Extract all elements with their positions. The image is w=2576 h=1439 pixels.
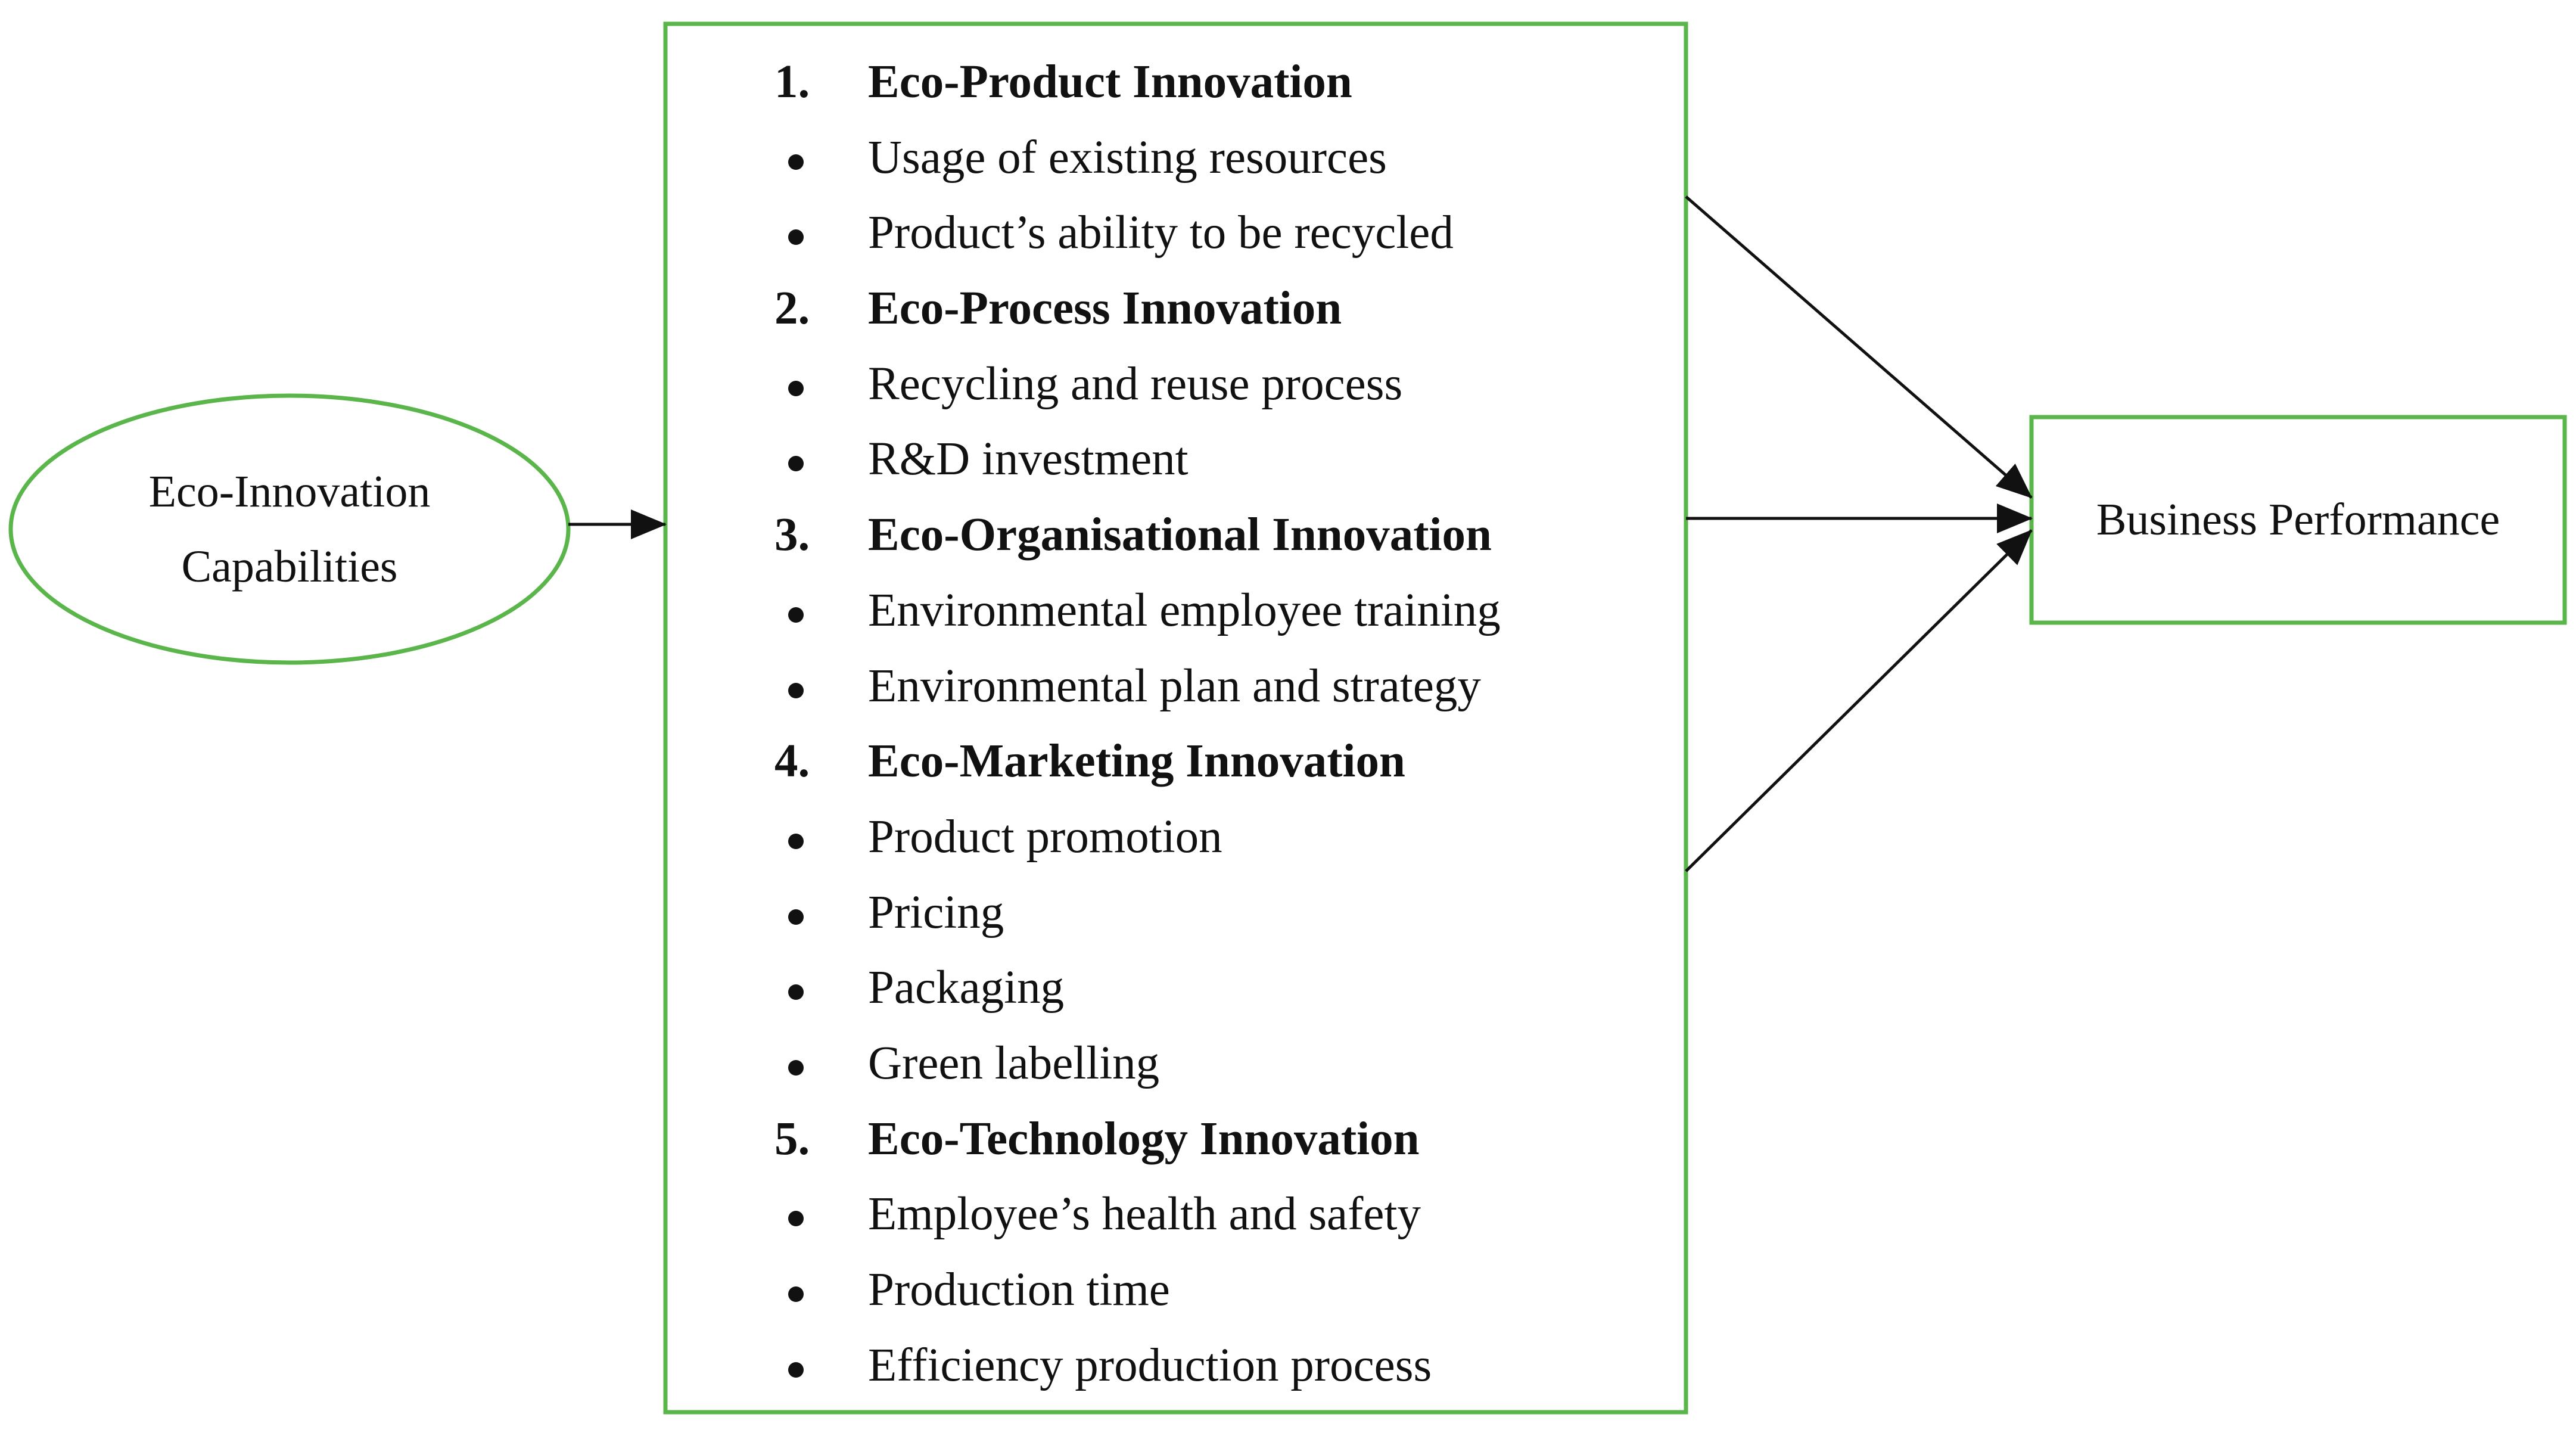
business-performance-label: Business Performance bbox=[2031, 417, 2565, 623]
eco-innovation-capabilities-label: Eco-Innovation Capabilities bbox=[10, 395, 570, 663]
dimension-number: 4. bbox=[774, 735, 810, 788]
dimension-item: Employee’s health and safety bbox=[774, 1177, 1668, 1252]
bullet-icon bbox=[788, 1286, 804, 1302]
bullet-icon bbox=[788, 1059, 804, 1076]
dimension-item: Environmental plan and strategy bbox=[774, 649, 1668, 725]
dimension-title: Eco-Marketing Innovation bbox=[868, 735, 1405, 788]
dimension-title: Eco-Process Innovation bbox=[868, 282, 1342, 335]
arrow-dimensions-upper-to-performance bbox=[1685, 195, 2033, 499]
capabilities-label-line-2: Capabilities bbox=[181, 542, 398, 592]
bullet-icon bbox=[788, 682, 804, 698]
bullet-icon bbox=[788, 229, 804, 245]
dimension-title: Eco-Product Innovation bbox=[868, 56, 1352, 108]
dimension-item-text: Recycling and reuse process bbox=[868, 358, 1403, 410]
dimension-item-text: Usage of existing resources bbox=[868, 131, 1387, 184]
dimension-header: 5. Eco-Technology Innovation bbox=[774, 1102, 1668, 1177]
dimension-item-text: Product promotion bbox=[868, 810, 1222, 863]
bullet-icon bbox=[788, 1362, 804, 1378]
dimension-item: Recycling and reuse process bbox=[774, 347, 1668, 422]
dimension-header: 1. Eco-Product Innovation bbox=[774, 45, 1668, 120]
dimension-item: Efficiency production process bbox=[774, 1328, 1668, 1404]
dimension-item-text: Environmental employee training bbox=[868, 584, 1501, 636]
dimension-item-text: Employee’s health and safety bbox=[868, 1188, 1421, 1241]
dimension-item-text: Green labelling bbox=[868, 1037, 1160, 1089]
arrow-dimensions-lower-to-performance bbox=[1685, 529, 2033, 872]
dimension-item-text: R&D investment bbox=[868, 433, 1189, 486]
capabilities-label-line-1: Eco-Innovation bbox=[148, 467, 431, 517]
dimension-header: 2. Eco-Process Innovation bbox=[774, 271, 1668, 347]
dimension-item: Environmental employee training bbox=[774, 573, 1668, 649]
dimension-header: 3. Eco-Organisational Innovation bbox=[774, 498, 1668, 573]
dimensions-box bbox=[663, 21, 1688, 1415]
dimension-item: Packaging bbox=[774, 950, 1668, 1026]
dimension-item: Usage of existing resources bbox=[774, 120, 1668, 196]
bullet-icon bbox=[788, 1211, 804, 1227]
dimensions-list: 1. Eco-Product Innovation Usage of exist… bbox=[774, 45, 1668, 1403]
bullet-icon bbox=[788, 833, 804, 849]
dimension-item: R&D investment bbox=[774, 422, 1668, 498]
dimension-item-text: Production time bbox=[868, 1264, 1170, 1316]
bullet-icon bbox=[788, 380, 804, 396]
dimension-title: Eco-Organisational Innovation bbox=[868, 509, 1492, 561]
eco-innovation-capabilities-node bbox=[8, 393, 571, 665]
dimension-number: 3. bbox=[774, 509, 810, 561]
dimension-item: Product’s ability to be recycled bbox=[774, 195, 1668, 271]
dimension-item: Production time bbox=[774, 1252, 1668, 1328]
bullet-icon bbox=[788, 607, 804, 623]
dimension-number: 2. bbox=[774, 282, 810, 335]
bullet-icon bbox=[788, 984, 804, 1000]
dimension-title: Eco-Technology Innovation bbox=[868, 1112, 1420, 1165]
dimension-header: 4. Eco-Marketing Innovation bbox=[774, 724, 1668, 800]
bullet-icon bbox=[788, 154, 804, 170]
dimension-number: 5. bbox=[774, 1112, 810, 1165]
bullet-icon bbox=[788, 909, 804, 925]
dimension-item-text: Environmental plan and strategy bbox=[868, 660, 1481, 712]
business-performance-text: Business Performance bbox=[2096, 495, 2500, 545]
dimension-item-text: Product’s ability to be recycled bbox=[868, 207, 1454, 259]
bullet-icon bbox=[788, 456, 804, 472]
dimension-item-text: Pricing bbox=[868, 886, 1004, 938]
dimension-item-text: Packaging bbox=[868, 962, 1065, 1014]
dimension-number: 1. bbox=[774, 56, 810, 108]
dimension-item: Green labelling bbox=[774, 1026, 1668, 1102]
dimension-item: Product promotion bbox=[774, 800, 1668, 875]
dimension-item: Pricing bbox=[774, 875, 1668, 951]
dimension-item-text: Efficiency production process bbox=[868, 1339, 1432, 1391]
